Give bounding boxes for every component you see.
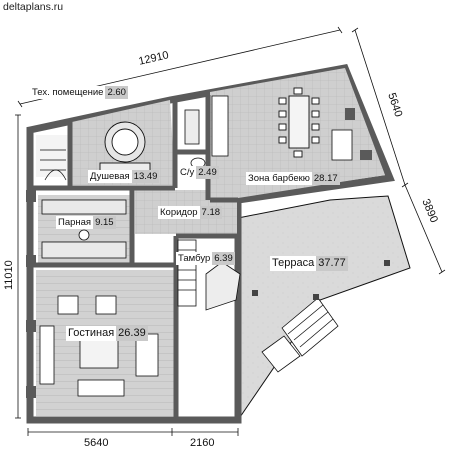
steam-area: 9.15 <box>93 216 116 229</box>
dim-right-lower: 3890 <box>419 197 440 224</box>
vestibule-stair <box>177 239 241 311</box>
corridor-area: 7.18 <box>199 206 223 219</box>
corridor-name: Коридор <box>158 206 200 219</box>
site-watermark: deltaplans.ru <box>3 1 64 13</box>
dim-left-total: 11010 <box>3 260 15 290</box>
terrace-name: Терраса <box>270 256 317 271</box>
steam-benches <box>41 199 127 259</box>
tech-room-stair <box>40 149 67 181</box>
bbq-name: Зона барбекю <box>246 172 312 185</box>
steam-name: Парная <box>56 216 94 229</box>
label-wc: С/у 2.49 <box>178 166 219 179</box>
dimension-lines <box>15 26 446 436</box>
dim-bottom-left: 5640 <box>84 437 108 449</box>
tech-room-area: 2.60 <box>105 86 128 99</box>
tech-room-name: Тех. помещение <box>30 86 106 99</box>
label-steam: Парная 9.15 <box>56 216 116 229</box>
wc-area: 2.49 <box>196 166 219 179</box>
bbq-dining-table <box>278 87 320 158</box>
interior-walls <box>32 95 240 418</box>
terrace-stairs <box>261 297 339 373</box>
vestibule-name: Тамбур <box>176 252 213 265</box>
vestibule-area: 6.39 <box>212 252 235 265</box>
shower-name: Душевая <box>88 170 132 183</box>
bbq-area: 28.17 <box>311 172 340 185</box>
tech-floor <box>36 135 68 177</box>
wc-fixtures <box>184 109 206 169</box>
dim-top-total: 12910 <box>137 49 170 68</box>
label-terrace: Терраса 37.77 <box>270 256 348 271</box>
terrace-area: 37.77 <box>316 256 348 271</box>
dim-bottom-right: 2160 <box>190 437 214 449</box>
living-furniture <box>39 295 159 397</box>
label-bbq: Зона барбекю 28.17 <box>246 172 340 185</box>
dim-right-upper: 5640 <box>385 92 404 119</box>
label-living: Гостиная 26.39 <box>66 326 148 341</box>
label-shower: Душевая 13.49 <box>88 170 160 183</box>
wall-piers <box>26 108 372 398</box>
label-tech-room: Тех. помещение 2.60 <box>30 86 128 99</box>
bbq-kitchen-counter <box>211 95 353 161</box>
label-corridor: Коридор 7.18 <box>158 206 223 219</box>
shower-area: 13.49 <box>131 170 160 183</box>
living-area: 26.39 <box>116 326 148 341</box>
label-vestibule: Тамбур 6.39 <box>176 252 235 265</box>
wc-name: С/у <box>178 166 197 179</box>
living-name: Гостиная <box>66 326 117 341</box>
